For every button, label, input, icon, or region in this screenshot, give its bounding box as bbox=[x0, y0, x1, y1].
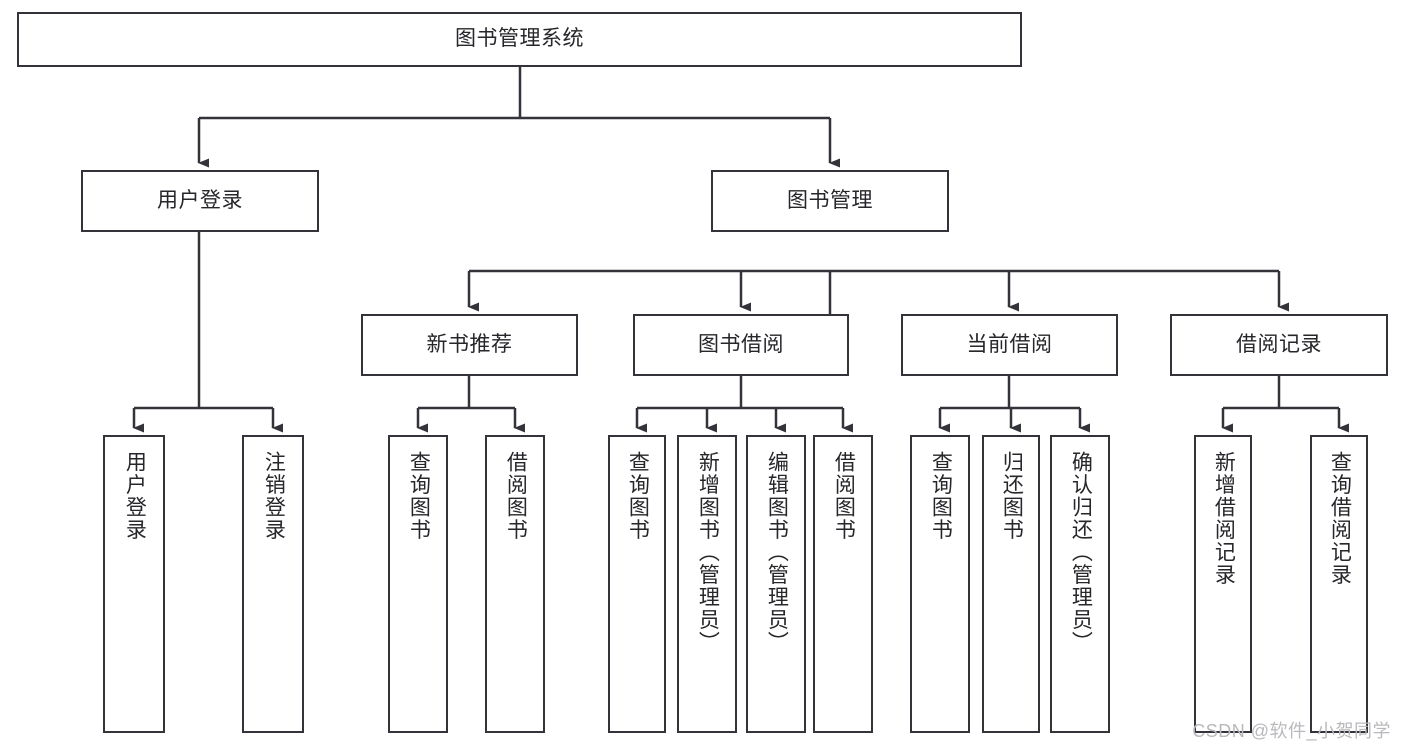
node-leaf-return-book-label: 归还图书 bbox=[1000, 451, 1024, 541]
node-leaf-query-book-2-label: 查询图书 bbox=[626, 451, 650, 541]
node-book-manage[interactable]: 图书管理 bbox=[711, 170, 949, 232]
node-leaf-add-record-label: 新增借阅记录 bbox=[1212, 451, 1236, 586]
node-leaf-confirm-return[interactable]: 确认归还（管理员） bbox=[1050, 435, 1110, 733]
node-leaf-user-login[interactable]: 用户登录 bbox=[103, 435, 165, 733]
node-leaf-confirm-return-label: 确认归还（管理员） bbox=[1069, 451, 1093, 654]
node-user-login-label: 用户登录 bbox=[157, 188, 243, 212]
node-new-book-recommend[interactable]: 新书推荐 bbox=[361, 314, 578, 376]
node-book-borrow[interactable]: 图书借阅 bbox=[633, 314, 849, 376]
node-leaf-borrow-book-1-label: 借阅图书 bbox=[504, 451, 528, 541]
node-leaf-user-login-label: 用户登录 bbox=[123, 451, 147, 541]
node-borrow-record-label: 借阅记录 bbox=[1236, 332, 1322, 356]
node-leaf-query-book-1-label: 查询图书 bbox=[407, 451, 431, 541]
node-borrow-record[interactable]: 借阅记录 bbox=[1170, 314, 1388, 376]
node-leaf-return-book[interactable]: 归还图书 bbox=[982, 435, 1040, 733]
node-leaf-query-book-1[interactable]: 查询图书 bbox=[388, 435, 448, 733]
node-leaf-borrow-book-1[interactable]: 借阅图书 bbox=[485, 435, 545, 733]
node-root-label: 图书管理系统 bbox=[455, 27, 584, 51]
node-current-borrow[interactable]: 当前借阅 bbox=[901, 314, 1118, 376]
node-leaf-edit-book[interactable]: 编辑图书（管理员） bbox=[746, 435, 806, 733]
node-leaf-edit-book-label: 编辑图书（管理员） bbox=[765, 451, 789, 654]
node-leaf-query-record[interactable]: 查询借阅记录 bbox=[1310, 435, 1368, 733]
node-leaf-add-record[interactable]: 新增借阅记录 bbox=[1194, 435, 1252, 733]
node-leaf-logout[interactable]: 注销登录 bbox=[242, 435, 304, 733]
node-user-login[interactable]: 用户登录 bbox=[81, 170, 319, 232]
node-current-borrow-label: 当前借阅 bbox=[966, 332, 1053, 356]
node-leaf-query-book-3[interactable]: 查询图书 bbox=[910, 435, 970, 733]
node-book-borrow-label: 图书借阅 bbox=[698, 332, 784, 356]
node-new-book-recommend-label: 新书推荐 bbox=[426, 332, 513, 356]
node-leaf-add-book-label: 新增图书（管理员） bbox=[696, 451, 720, 654]
node-leaf-borrow-book-2[interactable]: 借阅图书 bbox=[813, 435, 873, 733]
node-root[interactable]: 图书管理系统 bbox=[17, 12, 1022, 67]
node-book-manage-label: 图书管理 bbox=[787, 188, 873, 212]
node-leaf-query-book-2[interactable]: 查询图书 bbox=[608, 435, 666, 733]
node-leaf-query-record-label: 查询借阅记录 bbox=[1328, 451, 1352, 586]
node-leaf-add-book[interactable]: 新增图书（管理员） bbox=[677, 435, 737, 733]
node-leaf-borrow-book-2-label: 借阅图书 bbox=[832, 451, 856, 541]
node-leaf-query-book-3-label: 查询图书 bbox=[929, 451, 953, 541]
node-leaf-logout-label: 注销登录 bbox=[262, 451, 286, 541]
